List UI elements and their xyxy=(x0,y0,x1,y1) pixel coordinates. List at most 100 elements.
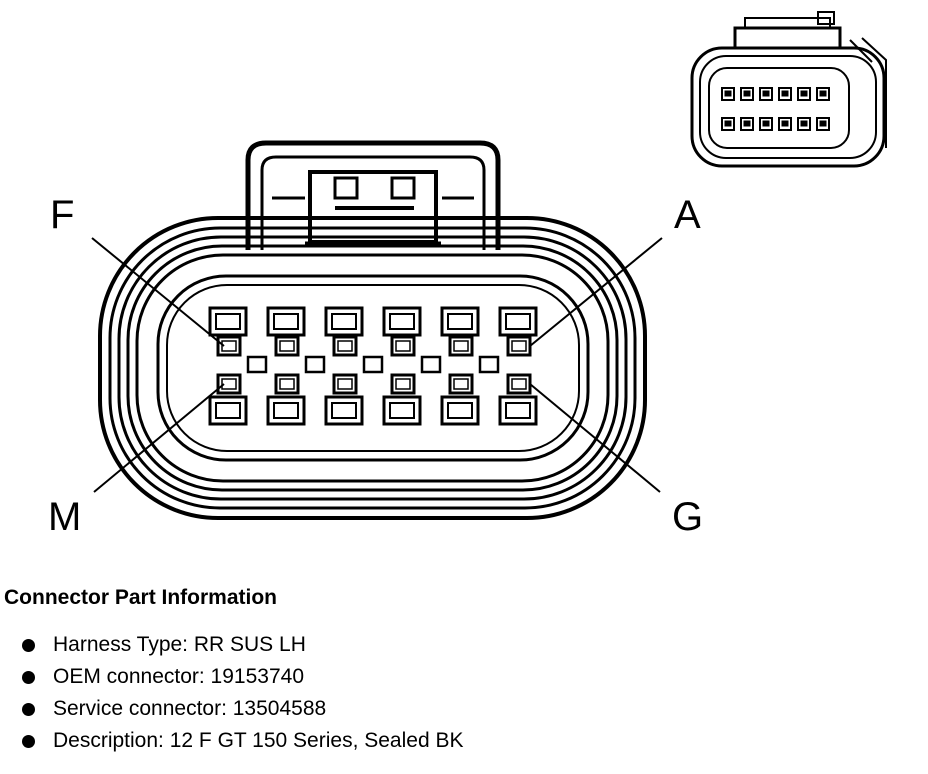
small-pin xyxy=(778,117,792,131)
pin-label-g: G xyxy=(672,495,703,539)
pin-cavity-inner xyxy=(331,402,357,419)
service-connector: Service connector: 13504588 xyxy=(53,697,327,720)
pin-cavity-inner xyxy=(505,402,531,419)
small-pin-fill xyxy=(819,120,827,127)
bullet-icon xyxy=(22,638,35,652)
small-pin xyxy=(816,87,830,101)
small-pin-fill xyxy=(762,90,770,97)
pin-terminal-inner xyxy=(221,340,237,352)
pin-cavity xyxy=(324,306,364,337)
pin-terminal xyxy=(448,373,474,395)
bullet-icon xyxy=(22,670,35,684)
bullet-icon xyxy=(22,734,35,748)
pin-terminal-inner xyxy=(221,378,237,390)
pin-cavity xyxy=(324,395,364,426)
small-pin-fill xyxy=(762,120,770,127)
small-pin-fill xyxy=(724,90,732,97)
small-pin xyxy=(740,117,754,131)
pin-cavity-inner xyxy=(447,313,473,330)
pin-terminal-inner xyxy=(395,340,411,352)
pin-terminal xyxy=(332,335,358,357)
bullet-icon xyxy=(22,702,35,716)
pin-cavity-inner xyxy=(505,313,531,330)
pin-terminal xyxy=(274,335,300,357)
pin-cavity xyxy=(498,306,538,337)
pin-terminal xyxy=(216,335,242,357)
pin-terminal xyxy=(274,373,300,395)
small-pin xyxy=(759,117,773,131)
connector-latch xyxy=(245,140,501,250)
pin-terminal-inner xyxy=(395,378,411,390)
small-pin-fill xyxy=(800,90,808,97)
pin-separator xyxy=(304,355,326,374)
small-pin xyxy=(797,117,811,131)
list-item: Harness Type: RR SUS LH xyxy=(22,629,904,661)
list-item: Service connector: 13504588 xyxy=(22,693,904,725)
pin-label-m: M xyxy=(48,495,81,539)
pin-terminal-inner xyxy=(279,378,295,390)
pin-terminal-inner xyxy=(337,340,353,352)
pin-cavity-inner xyxy=(389,313,415,330)
small-pin xyxy=(759,87,773,101)
small-pin xyxy=(778,87,792,101)
small-pin xyxy=(816,117,830,131)
pin-cavity xyxy=(382,395,422,426)
pin-cavity xyxy=(266,395,306,426)
leader-lines xyxy=(91,237,663,493)
small-pin-cavities xyxy=(721,87,830,131)
pin-cavity-inner xyxy=(389,402,415,419)
info-title: Connector Part Information xyxy=(4,586,278,609)
pin-cavity-inner xyxy=(273,402,299,419)
pin-cavity-inner xyxy=(273,313,299,330)
small-pin-fill xyxy=(781,90,789,97)
small-pin-fill xyxy=(819,90,827,97)
harness-type: Harness Type: RR SUS LH xyxy=(53,633,306,656)
pin-terminal xyxy=(390,335,416,357)
list-item: OEM connector: 19153740 xyxy=(22,661,904,693)
pin-separator xyxy=(478,355,500,374)
small-pin-fill xyxy=(743,120,751,127)
pin-terminal xyxy=(216,373,242,395)
connector-diagram: F A M G xyxy=(48,11,887,539)
pin-terminal-inner xyxy=(511,378,527,390)
pin-cavity xyxy=(498,395,538,426)
pin-cavity-inner xyxy=(331,313,357,330)
pin-label-a: A xyxy=(674,193,701,237)
pin-terminal xyxy=(390,373,416,395)
connector-body xyxy=(98,216,647,520)
list-item: Description: 12 F GT 150 Series, Sealed … xyxy=(22,725,904,757)
pin-separator xyxy=(420,355,442,374)
pin-terminal xyxy=(448,335,474,357)
small-pin-fill xyxy=(724,120,732,127)
pin-cavity-inner xyxy=(447,402,473,419)
pin-cavity xyxy=(208,306,248,337)
small-pin xyxy=(797,87,811,101)
pin-separator xyxy=(246,355,268,374)
small-pin xyxy=(721,117,735,131)
pin-cavity xyxy=(440,306,480,337)
pin-cavity xyxy=(208,395,248,426)
pin-terminal xyxy=(332,373,358,395)
pin-terminal-inner xyxy=(511,340,527,352)
pin-terminal-inner xyxy=(453,340,469,352)
oem-connector: OEM connector: 19153740 xyxy=(53,665,304,688)
info-list: Harness Type: RR SUS LH OEM connector: 1… xyxy=(4,629,904,757)
small-pin-fill xyxy=(800,120,808,127)
small-pin xyxy=(740,87,754,101)
pin-separator xyxy=(362,355,384,374)
small-pin-fill xyxy=(743,90,751,97)
description: Description: 12 F GT 150 Series, Sealed … xyxy=(53,729,464,752)
pin-terminal-inner xyxy=(453,378,469,390)
pin-cavity-inner xyxy=(215,313,241,330)
pin-cavity xyxy=(266,306,306,337)
pin-cavity xyxy=(440,395,480,426)
pin-cavities xyxy=(208,306,538,426)
pin-terminal-inner xyxy=(279,340,295,352)
pin-label-f: F xyxy=(50,193,74,237)
connector-part-info: Connector Part Information Harness Type:… xyxy=(4,586,904,757)
pin-cavity xyxy=(382,306,422,337)
pin-terminal-inner xyxy=(337,378,353,390)
connector-3d-illustration xyxy=(690,11,887,168)
pin-cavity-inner xyxy=(215,402,241,419)
small-pin-fill xyxy=(781,120,789,127)
